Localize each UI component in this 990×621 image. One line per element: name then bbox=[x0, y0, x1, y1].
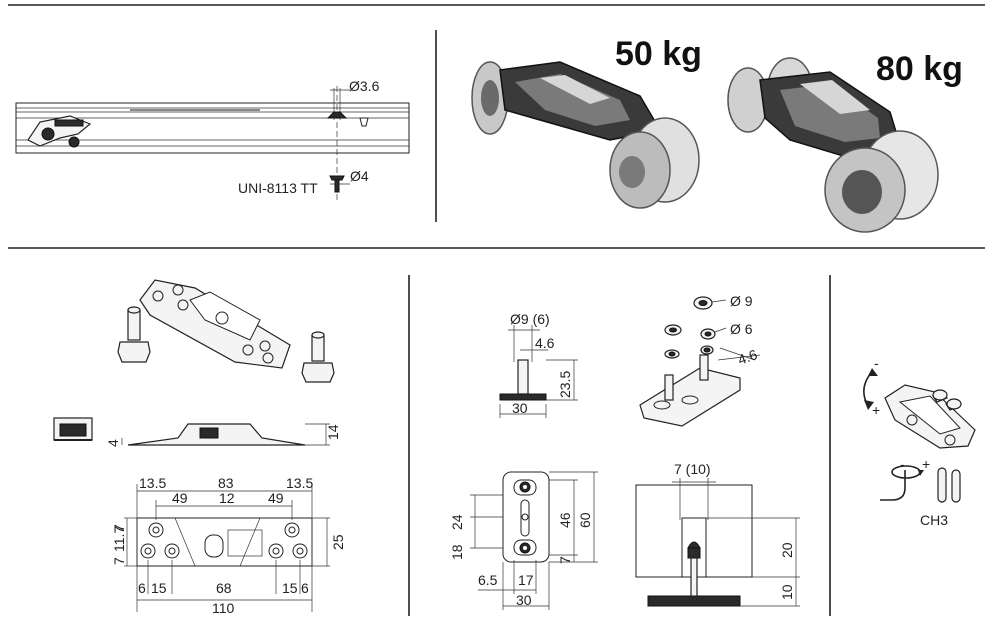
dim-plate-height-14: 14 bbox=[325, 424, 341, 440]
dim-base-18: 18 bbox=[449, 544, 465, 560]
plate-front-view bbox=[121, 423, 330, 446]
dim-6-right: 6 bbox=[301, 580, 309, 596]
rail-side-view bbox=[15, 86, 410, 200]
dim-base-7: 7 bbox=[557, 556, 573, 564]
dim-plate-height-4: 4 bbox=[105, 439, 121, 447]
dim-base-6-5: 6.5 bbox=[478, 572, 498, 588]
dim-base-24: 24 bbox=[449, 514, 465, 530]
dim-13-5-right: 13.5 bbox=[286, 475, 313, 491]
pin-side-view bbox=[499, 325, 578, 418]
dim-section-10: 10 bbox=[779, 584, 795, 600]
dim-7-top: 7 bbox=[111, 524, 127, 532]
adjust-plus-top: + bbox=[872, 402, 880, 418]
dim-7-bottom: 7 bbox=[111, 557, 127, 565]
dim-section-7-10: 7 (10) bbox=[674, 461, 711, 477]
dim-15-left: 15 bbox=[151, 580, 167, 596]
dim-12: 12 bbox=[219, 490, 235, 506]
door-section-view bbox=[635, 478, 800, 607]
base-top-view bbox=[470, 471, 598, 610]
adjust-minus-top: - bbox=[874, 355, 879, 371]
dim-washer-6: Ø 6 bbox=[730, 321, 753, 337]
dim-83: 83 bbox=[218, 475, 234, 491]
adjust-plus-bottom: + bbox=[922, 456, 930, 472]
dim-11-7: 11.7 bbox=[111, 526, 127, 552]
dim-pin-4-6: 4.6 bbox=[535, 335, 555, 351]
dim-15-right: 15 bbox=[282, 580, 298, 596]
dim-13-5-left: 13.5 bbox=[139, 475, 166, 491]
weight-label-80kg: 80 kg bbox=[876, 50, 963, 88]
dim-screw-hole-top: Ø3.6 bbox=[349, 78, 380, 94]
dim-screw-hole-bottom: Ø4 bbox=[350, 168, 369, 184]
carriage-50kg-render bbox=[471, 61, 700, 209]
mounting-plate-isometric bbox=[117, 279, 335, 383]
dim-washer-9: Ø 9 bbox=[730, 293, 753, 309]
dim-pin-30: 30 bbox=[512, 400, 528, 416]
dim-base-30: 30 bbox=[516, 592, 532, 608]
screw-standard-label: UNI-8113 TT bbox=[238, 180, 318, 196]
adjust-minus-bottom: - bbox=[900, 456, 905, 472]
carriage-80kg-render bbox=[727, 57, 939, 233]
dim-49-right: 49 bbox=[268, 490, 284, 506]
plate-end-view bbox=[53, 417, 93, 441]
dim-25: 25 bbox=[330, 534, 346, 550]
dim-washer-4-6: 4.6 bbox=[736, 346, 760, 368]
plate-top-view bbox=[124, 484, 330, 612]
dim-section-20: 20 bbox=[779, 542, 795, 558]
weight-label-50kg: 50 kg bbox=[615, 35, 702, 73]
dim-6-left: 6 bbox=[138, 580, 146, 596]
washer-base-isometric bbox=[639, 296, 761, 427]
dim-pin-diameter: Ø9 (6) bbox=[510, 311, 550, 327]
height-adjustment-diagram bbox=[863, 368, 976, 503]
dim-base-46: 46 bbox=[557, 512, 573, 528]
dim-base-60: 60 bbox=[577, 512, 593, 528]
dim-110: 110 bbox=[212, 600, 235, 616]
dim-23-5: 23.5 bbox=[557, 371, 573, 398]
dim-68: 68 bbox=[216, 580, 232, 596]
dim-49-left: 49 bbox=[172, 490, 188, 506]
hex-key-size-label: CH3 bbox=[920, 512, 948, 528]
dim-base-17: 17 bbox=[518, 572, 534, 588]
